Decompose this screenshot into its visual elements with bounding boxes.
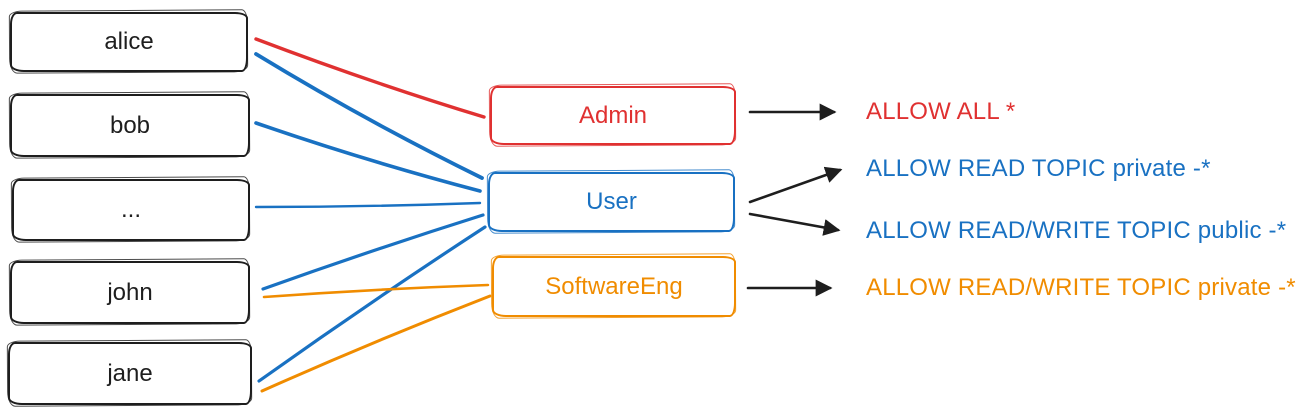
user-node-label: ... bbox=[120, 196, 141, 223]
user-node-label: bob bbox=[109, 111, 151, 139]
edge-alice-user bbox=[254, 52, 484, 180]
permission-allow-all: ALLOW ALL * bbox=[866, 98, 1016, 125]
edge-ellipsis-user bbox=[254, 201, 482, 209]
role-node-label: User bbox=[586, 188, 637, 215]
edge-john-user bbox=[261, 213, 485, 291]
user-node-label: alice bbox=[104, 28, 154, 55]
edge-jane-user bbox=[257, 225, 487, 383]
arrow-user-read-private bbox=[748, 166, 843, 204]
user-node-label: jane bbox=[107, 359, 153, 387]
edge-alice-admin bbox=[254, 37, 486, 119]
role-node-softwareeng: SoftwareEng bbox=[492, 256, 736, 317]
edge-jane-softwareeng bbox=[260, 294, 492, 393]
role-node-user: User bbox=[488, 172, 735, 232]
edge-john-softwareeng bbox=[262, 283, 490, 299]
role-node-label: Admin bbox=[578, 101, 648, 129]
role-node-admin: Admin bbox=[490, 86, 736, 145]
user-node-bob: bob bbox=[10, 94, 250, 157]
permission-allow-rw-topic-public: ALLOW READ/WRITE TOPIC public -* bbox=[866, 217, 1287, 244]
user-node-ellipsis: ... bbox=[12, 179, 250, 241]
user-node-label: john bbox=[107, 278, 153, 306]
arrow-user-rw-public bbox=[748, 212, 841, 236]
edge-bob-user bbox=[254, 121, 482, 193]
user-node-alice: alice bbox=[10, 12, 248, 72]
user-node-jane: jane bbox=[8, 342, 252, 405]
permission-allow-rw-topic-private: ALLOW READ/WRITE TOPIC private -* bbox=[866, 274, 1296, 301]
user-node-john: john bbox=[10, 261, 250, 324]
permission-allow-read-topic-private: ALLOW READ TOPIC private -* bbox=[866, 155, 1211, 182]
role-node-label: SoftwareEng bbox=[545, 272, 683, 300]
